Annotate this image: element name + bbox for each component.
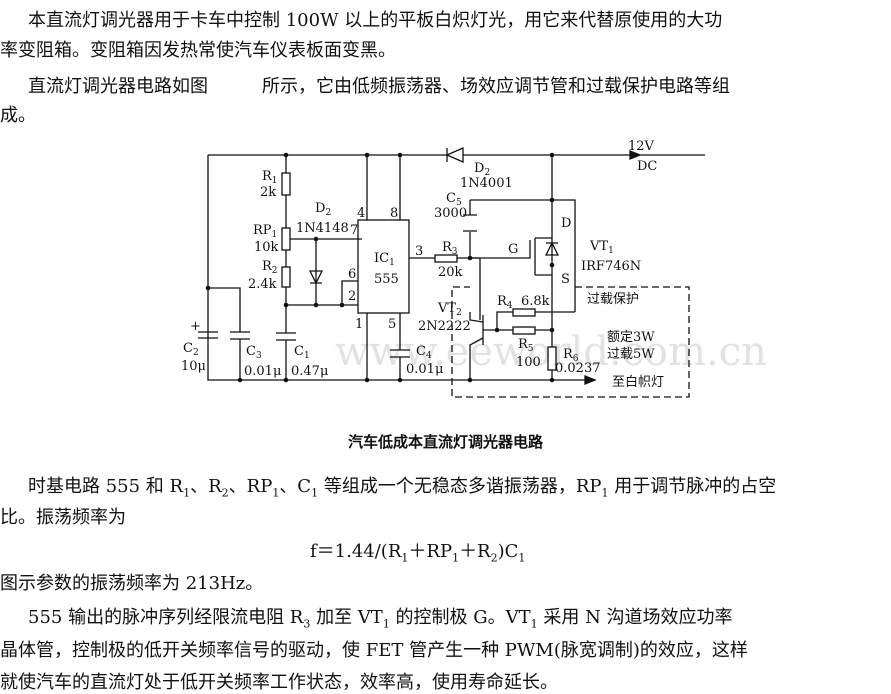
intro-line-1: 本直流灯调光器用于卡车中控制 100W 以上的平板白炽灯光，用它来代替原使用的大… <box>28 10 723 31</box>
label-to-lamp: 至白帜灯 <box>612 374 664 390</box>
resistor-r2 <box>281 266 291 288</box>
label-2n2222: 2N2222 <box>418 319 471 334</box>
ic-555 <box>357 219 410 314</box>
pin-8: 8 <box>390 206 398 221</box>
frequency-formula: f＝1.44/(R1＋RP1＋R2)C1 <box>310 541 526 565</box>
resistor-r6 <box>547 346 557 371</box>
watermark: www.eeworld.com.cn <box>335 329 767 375</box>
intro-line-2: 率变阻箱。变阻箱因发热常使汽车仪表板面变黑。 <box>0 40 396 61</box>
label-overload-protection: 过载保护 <box>587 292 639 307</box>
label-ic1: IC1 <box>374 251 395 268</box>
label-rp1-val: 10k <box>254 240 279 255</box>
transistor-vt2 <box>469 312 497 380</box>
label-c4-val: 0.01μ <box>406 362 443 377</box>
label-r6: R6 <box>563 347 579 364</box>
label-c3-val: 0.01μ <box>244 364 281 379</box>
intro-line-4: 成。 <box>0 105 36 126</box>
body-line-6: 就使汽车的直流灯处于低开关频率工作状态，效率高，使用寿命延长。 <box>0 672 558 693</box>
body-line-5: 晶体管，控制极的低开关频率信号的驱动，使 FET 管产生一种 PWM(脉宽调制)… <box>0 640 748 661</box>
label-c3: C3 <box>246 344 262 361</box>
label-irf746n: IRF746N <box>581 259 641 274</box>
label-1n4001: 1N4001 <box>460 176 513 191</box>
label-rated-power: 额定3W <box>607 330 655 345</box>
label-overload-power: 过载5W <box>607 347 655 362</box>
capacitor-c5 <box>463 214 477 232</box>
wiper-wires <box>286 238 362 306</box>
label-r4: R4 <box>497 294 513 311</box>
pin-4: 4 <box>357 206 365 221</box>
pin-2: 2 <box>348 289 356 304</box>
label-rp1: RP1 <box>253 223 277 240</box>
pin-7: 7 <box>350 223 358 238</box>
body-line-4: 555 输出的脉冲序列经限流电阻 R3 加至 VT1 的控制极 G。VT1 采用… <box>28 607 733 631</box>
body-line-3: 图示参数的振荡频率为 213Hz。 <box>0 573 264 594</box>
intro-line-3: 直流灯调光器电路如图 所示，它由低频振荡器、场效应调节管和过载保护电路等组 <box>28 76 730 97</box>
input-arrow-icon <box>629 150 642 160</box>
label-r2: R2 <box>262 259 278 276</box>
capacitor-c1 <box>276 332 296 341</box>
label-c2: C2 <box>183 341 199 358</box>
resistor-r4 <box>512 308 536 317</box>
label-drain: D <box>561 216 571 231</box>
label-r1-val: 2k <box>260 185 276 200</box>
label-12v: 12V <box>628 139 655 154</box>
resistor-r3 <box>434 254 458 263</box>
label-1n4148: 1N4148 <box>296 221 349 236</box>
label-r2-val: 2.4k <box>248 277 277 292</box>
label-r5-val: 100 <box>516 355 541 370</box>
label-r6-val: 0.0237 <box>555 361 601 376</box>
label-r3-val: 20k <box>438 265 463 280</box>
label-c1: C1 <box>294 344 310 361</box>
label-gate: G <box>508 242 518 257</box>
power-rails <box>207 154 705 381</box>
capacitor-c2 <box>198 331 218 339</box>
label-c4: C4 <box>416 344 432 361</box>
pin-1: 1 <box>355 317 363 332</box>
label-555: 555 <box>374 272 399 287</box>
resistor-r5 <box>512 326 536 335</box>
label-r1: R1 <box>262 169 278 186</box>
body-line-1: 时基电路 555 和 R1、R2、RP1、C1 等组成一个无稳态多谐振荡器，RP… <box>28 476 777 500</box>
mosfet-vt1 <box>470 155 553 380</box>
overload-protection-box <box>451 286 690 398</box>
pin-6: 6 <box>348 267 356 282</box>
circuit-diagram: www.eeworld.com.cn <box>181 139 767 398</box>
pin-5: 5 <box>388 317 396 332</box>
diode-1n4148 <box>308 270 324 285</box>
label-r3: R3 <box>442 240 458 257</box>
potentiometer-rp1 <box>281 227 291 251</box>
label-c2-val: 10μ <box>181 359 206 374</box>
label-c5: C5 <box>446 191 462 208</box>
label-vt2: VT2 <box>437 301 462 318</box>
output-arrow-icon <box>584 375 597 385</box>
label-plus: + <box>190 319 201 334</box>
body-line-2: 比。振荡频率为 <box>0 507 126 528</box>
label-source: S <box>561 272 570 287</box>
label-vt1: VT1 <box>589 239 614 256</box>
label-c1-val: 0.47μ <box>291 364 328 379</box>
label-d2: D2 <box>315 201 331 218</box>
figure-caption: 汽车低成本直流灯调光器电路 <box>347 433 543 451</box>
pin-3: 3 <box>415 244 423 259</box>
diode-d2-1n4001 <box>445 147 464 163</box>
capacitor-c3 <box>208 287 250 380</box>
label-c5-val: 3000 <box>434 206 467 221</box>
label-dc: DC <box>637 159 657 174</box>
label-r5: R5 <box>518 337 534 354</box>
label-r4-val: 6.8k <box>521 294 550 309</box>
label-d2-top: D2 <box>474 161 490 178</box>
resistor-r1 <box>281 172 291 196</box>
